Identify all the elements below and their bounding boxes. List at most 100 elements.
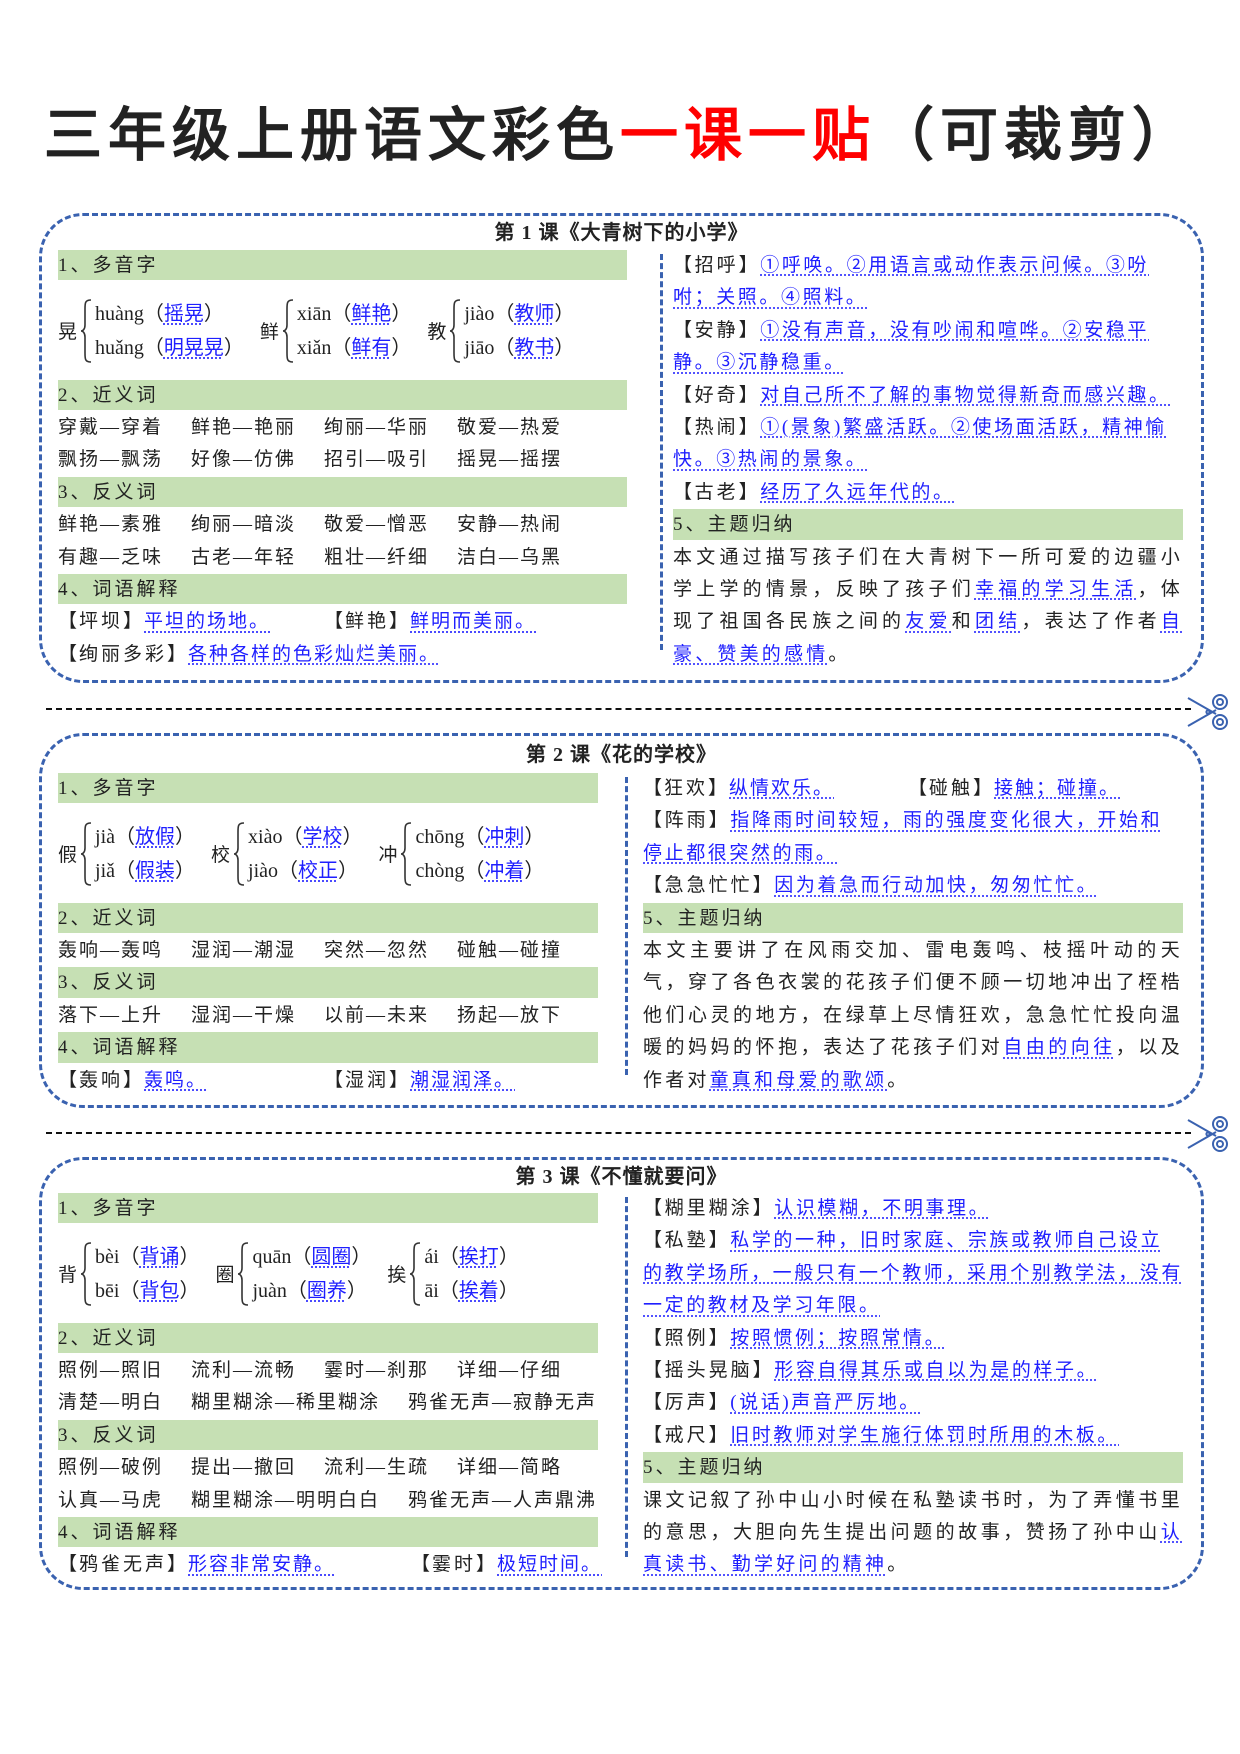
example-word: 教书 bbox=[514, 336, 555, 359]
paren: ） bbox=[223, 336, 244, 359]
pinyin: āi bbox=[424, 1279, 439, 1302]
definition-row: 【热闹】①(景象)繁盛活跃。②使场面活跃，精神愉快。③热闹的景象。 bbox=[673, 412, 1183, 477]
antonym-pair: 鸦雀无声—人声鼎沸 bbox=[408, 1489, 598, 1511]
definition: 【招呼】①呼唤。②用语言或动作表示问候。③吩咐；关照。④照料。 bbox=[673, 255, 1150, 309]
theme-highlight: 团结 bbox=[974, 611, 1022, 633]
definition-term: 厉声 bbox=[664, 1392, 709, 1414]
reading: xiào（学校） bbox=[248, 820, 362, 854]
reading: āi（挨着） bbox=[424, 1274, 518, 1308]
definition-row: 【招呼】①呼唤。②用语言或动作表示问候。③吩咐；关照。④照料。 bbox=[673, 250, 1183, 315]
definition: 【安静】①没有声音，没有吵闹和喧哗。②安稳平静。③沉静稳重。 bbox=[673, 319, 1150, 374]
readings: xiān（鲜艳）xiǎn（鲜有） bbox=[297, 297, 411, 365]
definition: 【私塾】私学的一种，旧时家庭、宗族或教师自己设立的教学场所，一般只有一个教师，采… bbox=[643, 1230, 1184, 1317]
definition-row: 【糊里糊涂】认识模糊，不明事理。 bbox=[643, 1193, 1183, 1225]
definition-meaning: 经历了久远年代的。 bbox=[760, 481, 955, 503]
reading: jiǎ（假装） bbox=[95, 854, 195, 888]
section-header: 1、多音字 bbox=[58, 1193, 598, 1226]
reading: jià（放假） bbox=[95, 820, 195, 854]
synonym-pair: 霎时—刹那 bbox=[324, 1359, 430, 1381]
definition-term: 狂欢 bbox=[664, 778, 709, 799]
paren: ） bbox=[524, 825, 545, 848]
definition-meaning: 认识模糊，不明事理。 bbox=[774, 1198, 991, 1219]
antonym-pair: 落下—上升 bbox=[58, 1004, 164, 1026]
antonym-pair: 认真—马虎 bbox=[58, 1489, 164, 1511]
reading: jiào（教师） bbox=[464, 297, 574, 331]
antonym-pair: 古老—年轻 bbox=[191, 546, 297, 568]
definition-term: 戒尺 bbox=[664, 1424, 709, 1446]
section-header: 3、反义词 bbox=[58, 967, 598, 1000]
synonyms-row: 飘扬—飘荡好像—仿佛招引—吸引摇晃—摇摆 bbox=[58, 444, 627, 476]
definition-meaning: 鲜明而美丽。 bbox=[410, 611, 537, 633]
definition-meaning: ①呼唤。②用语言或动作表示问候。③吩咐；关照。④照料。 bbox=[673, 255, 1150, 309]
theme-highlight: 幸福的学习生活 bbox=[974, 579, 1138, 601]
example-word: 背诵 bbox=[139, 1245, 180, 1268]
theme-highlight: 认真读书、勤学好问的精神 bbox=[643, 1522, 1183, 1576]
definition-term: 急急忙忙 bbox=[664, 875, 753, 897]
scissors-icon bbox=[1187, 694, 1228, 730]
antonyms-row: 认真—马虎 糊里糊涂—明明白白 鸦雀无声—人声鼎沸 bbox=[58, 1485, 598, 1517]
synonyms-row: 穿戴—穿着鲜艳—艳丽绚丽—华丽敬爱—热爱 bbox=[58, 412, 627, 444]
synonym-pair: 摇晃—摇摆 bbox=[457, 449, 563, 471]
reading: ái（挨打） bbox=[424, 1240, 518, 1274]
example-word: 学校 bbox=[302, 825, 343, 848]
example-word: 鲜艳 bbox=[351, 302, 392, 325]
antonyms-row: 鲜艳—素雅绚丽—暗淡敬爱—憎恶安静—热闹 bbox=[58, 509, 627, 541]
definition-meaning: 形容自得其乐或自以为是的样子。 bbox=[774, 1360, 1099, 1382]
section-header: 5、主题归纳 bbox=[643, 902, 1183, 935]
paren: ） bbox=[351, 1245, 372, 1268]
synonym-pair: 湿润—潮湿 bbox=[191, 939, 297, 961]
cut-line bbox=[46, 708, 1191, 710]
reading: chòng（冲着） bbox=[415, 854, 544, 888]
reading: xiān（鲜艳） bbox=[297, 297, 411, 331]
definition: 【鲜艳】鲜明而美丽。 bbox=[324, 611, 537, 633]
definition: 【照例】按照惯例；按照常情。 bbox=[643, 1327, 947, 1349]
paren: ） bbox=[391, 302, 412, 325]
definition: 【古老】经历了久远年代的。 bbox=[673, 481, 955, 503]
section-header: 2、近义词 bbox=[58, 902, 598, 935]
paren: ） bbox=[554, 302, 575, 325]
paren: ） bbox=[179, 1245, 200, 1268]
definition-meaning: 对自己所不了解的事物觉得新奇而感兴趣。 bbox=[760, 384, 1171, 406]
definition-meaning: 极短时间。 bbox=[497, 1554, 603, 1576]
definition: 【轰响】轰鸣。 bbox=[58, 1069, 208, 1091]
reading: jiào（校正） bbox=[248, 854, 362, 888]
antonym-pair: 绚丽—暗淡 bbox=[191, 514, 297, 536]
definition-row: 【戒尺】旧时教师对学生施行体罚时所用的木板。 bbox=[643, 1420, 1183, 1452]
page-title: 三年级上册语文彩色一课一贴（可裁剪） bbox=[0, 88, 1240, 172]
section-header: 5、主题归纳 bbox=[643, 1452, 1183, 1485]
readings: huàng（摇晃）huǎng（明晃晃） bbox=[95, 297, 244, 365]
theme-text: ，体现了祖国各民族之间的 bbox=[673, 579, 1183, 633]
synonym-pair: 碰触—碰撞 bbox=[457, 939, 563, 961]
antonym-pair: 流利—生疏 bbox=[324, 1457, 430, 1479]
readings: chōng（冲刺）chòng（冲着） bbox=[415, 820, 544, 888]
antonym-pair: 有趣—乏味 bbox=[58, 546, 164, 568]
antonyms-row: 照例—破例提出—撤回流利—生疏详细—简略 bbox=[58, 1452, 598, 1484]
example-word: 冲刺 bbox=[484, 825, 525, 848]
definition-term: 鲜艳 bbox=[345, 611, 390, 633]
readings: ái（挨打）āi（挨着） bbox=[424, 1240, 518, 1308]
synonym-pair: 详细—仔细 bbox=[457, 1359, 563, 1381]
theme-text: ，表达了作者 bbox=[1021, 611, 1161, 633]
pinyin: jiào bbox=[464, 302, 495, 325]
brace-icon bbox=[233, 822, 245, 886]
definition-row: 【绚丽多彩】各种各样的色彩灿烂美丽。 bbox=[58, 639, 627, 671]
definition-row: 【急急忙忙】因为着急而行动加快，匆匆忙忙。 bbox=[643, 870, 1183, 902]
scissors-icon bbox=[1187, 1116, 1228, 1152]
paren: ） bbox=[498, 1279, 519, 1302]
antonym-pair: 糊里糊涂—明明白白 bbox=[191, 1489, 381, 1511]
column-divider bbox=[660, 254, 663, 650]
pinyin: huàng bbox=[95, 302, 144, 325]
example-word: 冲着 bbox=[484, 859, 525, 882]
definition: 【坪坝】平坦的场地。 bbox=[58, 611, 271, 633]
paren: （ bbox=[291, 1245, 312, 1268]
definition-row: 【鸦雀无声】形容非常安静。【霎时】极短时间。 bbox=[58, 1549, 600, 1581]
antonym-pair: 洁白—乌黑 bbox=[457, 546, 563, 568]
definition: 【碰触】接触；碰撞。 bbox=[908, 778, 1121, 799]
definition-meaning: 平坦的场地。 bbox=[144, 611, 271, 633]
paren: ） bbox=[179, 1279, 200, 1302]
theme-highlight: 友爱 bbox=[905, 611, 952, 633]
